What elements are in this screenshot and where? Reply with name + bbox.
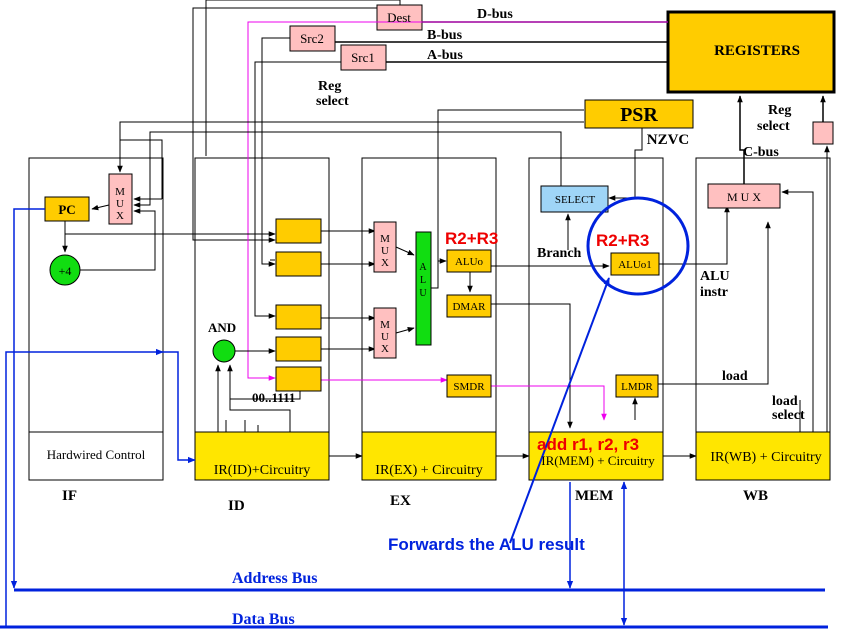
alu-a: A — [419, 262, 427, 273]
mux-ex2-x: X — [381, 343, 389, 355]
reg-select-right-2: select — [757, 119, 790, 134]
wb-wires — [737, 95, 830, 432]
r2r3-mem-annotation: R2+R3 — [596, 231, 649, 250]
mem-wires — [133, 128, 771, 459]
ir-wb-label: IR(WB) + Circuitry — [710, 450, 821, 465]
if-wires — [62, 121, 584, 271]
pc-box — [44, 196, 90, 222]
psr-flags: NZVC — [647, 132, 690, 148]
forward-arrow — [509, 277, 610, 544]
dmar-label: DMAR — [452, 301, 486, 313]
smdr-to-mem — [490, 385, 607, 421]
instruction-annotation: add r1, r2, r3 — [537, 435, 639, 454]
mux-if-x: X — [116, 210, 124, 222]
ir-ex-label: IR(EX) + Circuitry — [375, 463, 482, 478]
blue-wires — [0, 208, 828, 629]
data-bus-label: Data Bus — [232, 611, 295, 628]
c-bus-label: C-bus — [743, 145, 779, 160]
select-label: SELECT — [555, 194, 596, 206]
branch-label: Branch — [537, 246, 582, 261]
ex-wires — [395, 109, 610, 459]
id-latch-2 — [275, 251, 322, 277]
mux-ex2-m: M — [380, 319, 390, 331]
mux-ex1-u: U — [381, 245, 389, 257]
lmdr-box — [615, 374, 659, 398]
hardwired-control-label: Hardwired Control — [47, 447, 146, 462]
pc-label: PC — [58, 202, 75, 217]
id-latch-5 — [275, 366, 322, 392]
id-latches — [275, 218, 322, 392]
mux-ex2-u: U — [381, 331, 389, 343]
smdr-box — [446, 374, 492, 398]
b-bus-label: B-bus — [427, 28, 463, 43]
mux-if-box — [108, 173, 133, 225]
smdr-label: SMDR — [453, 381, 485, 393]
r2r3-ex-annotation: R2+R3 — [445, 229, 498, 248]
mux-ex1-x: X — [381, 257, 389, 269]
mux-wb-label: M U X — [727, 190, 761, 204]
ir-id-bar — [194, 431, 330, 481]
psr-box — [584, 99, 694, 129]
src1-box — [340, 44, 387, 71]
forwards-annotation: Forwards the ALU result — [388, 535, 585, 554]
dmar-box — [446, 294, 492, 318]
wb-label: WB — [743, 488, 768, 504]
ex-label: EX — [390, 493, 411, 509]
id-latch-4 — [275, 336, 322, 362]
mux-if-u: U — [116, 198, 124, 210]
src2-label: Src2 — [300, 31, 324, 46]
ir-ex-bar — [361, 431, 497, 481]
aluo1-label: ALUo1 — [618, 259, 652, 271]
registers-box — [666, 10, 836, 94]
and-label: AND — [208, 320, 236, 335]
ir-id-label: IR(ID)+Circuitry — [214, 463, 311, 478]
psr-label: PSR — [620, 104, 658, 126]
load-select-1: load — [772, 394, 798, 409]
id-latch-1 — [275, 218, 322, 244]
src1-label: Src1 — [351, 50, 375, 65]
select-box — [540, 185, 609, 213]
mux-if-m: M — [115, 186, 125, 198]
ir-wb-bar — [695, 431, 831, 481]
ir-mem-label: IR(MEM) + Circuitry — [541, 453, 655, 468]
dest-label: Dest — [387, 10, 411, 25]
registers-label: REGISTERS — [714, 43, 800, 59]
reg-select-top-1: Reg — [318, 79, 341, 94]
alu-instr-1: ALU — [700, 269, 730, 284]
a-bus-label: A-bus — [427, 48, 463, 63]
hardwired-control-box — [28, 431, 164, 481]
id-latch-3 — [275, 304, 322, 330]
d-bus-label: D-bus — [477, 7, 513, 22]
alu-instr-2: instr — [700, 285, 728, 300]
mask-label: 00..1111 — [252, 390, 295, 405]
alu-u: U — [419, 288, 427, 299]
reg-select-top-2: select — [316, 94, 349, 109]
plus4-label: +4 — [59, 264, 72, 278]
load-label: load — [722, 369, 748, 384]
forward-highlight-circle — [586, 196, 690, 296]
mem-label: MEM — [575, 488, 613, 504]
aluo-label: ALUo — [455, 256, 484, 268]
and-gate — [212, 339, 236, 363]
reg-select-right-1: Reg — [768, 103, 791, 118]
address-bus-label: Address Bus — [232, 570, 318, 587]
load-select-2: select — [772, 408, 805, 423]
smdr-path — [247, 21, 668, 381]
mux-ex1-m: M — [380, 233, 390, 245]
aluo-box — [446, 249, 492, 273]
id-label: ID — [228, 498, 245, 514]
if-label: IF — [62, 488, 77, 504]
lmdr-label: LMDR — [621, 381, 653, 393]
reg-select-box — [812, 121, 834, 145]
id-wires — [215, 228, 376, 459]
alu-l: L — [420, 275, 426, 286]
